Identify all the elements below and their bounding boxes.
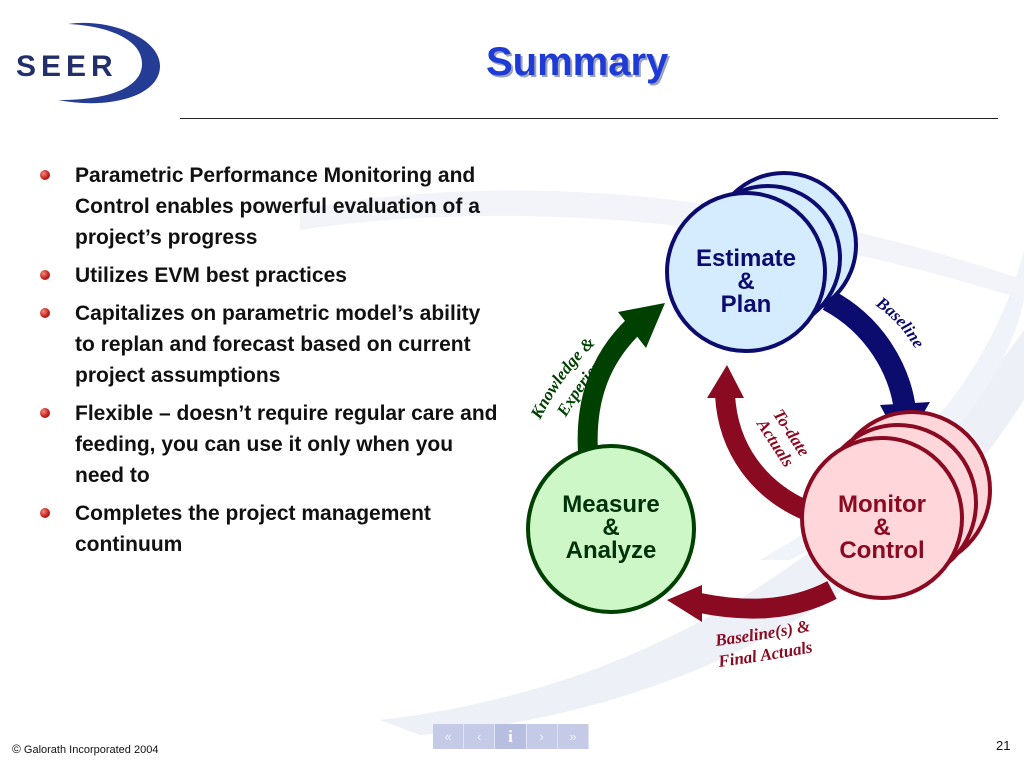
analyze-label: Analyze [566,537,657,564]
plan-label: Plan [721,291,772,318]
bullet-dot-icon [40,170,50,180]
bullet-text: Capitalizes on parametric model’s abilit… [75,302,481,387]
bullet-item: Capitalizes on parametric model’s abilit… [40,298,500,391]
bullet-dot-icon [40,308,50,318]
seer-logo: SEER [16,22,160,104]
monitor-label: Monitor [838,491,926,518]
estimate-label: Estimate [696,245,796,272]
last-slide-button[interactable]: » [557,724,590,749]
bullet-dot-icon [40,270,50,280]
page-title: Summary [486,40,669,84]
bullet-item: Parametric Performance Monitoring and Co… [40,160,500,253]
node-monitor-control: Monitor & Control [800,410,992,600]
measure-label: Measure [562,491,659,518]
footer-copyright: © Galorath Incorporated 2004 [12,742,158,756]
knowledge-arrow [577,303,665,453]
measure-amp-label: & [602,514,619,541]
to-date-actuals-arrow [707,365,810,520]
bullet-text: Flexible – doesn’t require regular care … [75,402,498,487]
bullet-text: Utilizes EVM best practices [75,264,347,287]
node-estimate-plan: Estimate & Plan [665,171,858,353]
copyright-text: Galorath Incorporated 2004 [23,744,159,756]
bullet-text: Completes the project management continu… [75,502,431,556]
prev-slide-button[interactable]: ‹ [464,724,496,749]
final-actuals-arrow [667,581,837,622]
bullet-item: Utilizes EVM best practices [40,260,500,291]
bullet-dot-icon [40,508,50,518]
node-measure-analyze: Measure & Analyze [526,444,696,614]
bullet-list: Parametric Performance Monitoring and Co… [40,160,500,567]
bullet-dot-icon [40,408,50,418]
slide-nav-bar: « ‹ i › » [433,724,590,749]
next-slide-button[interactable]: › [526,724,558,749]
first-slide-button[interactable]: « [433,724,465,749]
bullet-item: Flexible – doesn’t require regular care … [40,398,500,491]
monitor-amp-label: & [873,514,890,541]
bullet-item: Completes the project management continu… [40,498,500,560]
logo-text: SEER [16,50,118,83]
page-number: 21 [996,738,1011,753]
bullet-text: Parametric Performance Monitoring and Co… [75,164,480,249]
copyright-symbol: © [12,742,21,756]
info-button[interactable]: i [495,724,527,749]
control-label: Control [839,537,924,564]
estimate-amp-label: & [737,268,754,295]
title-divider [180,118,998,119]
